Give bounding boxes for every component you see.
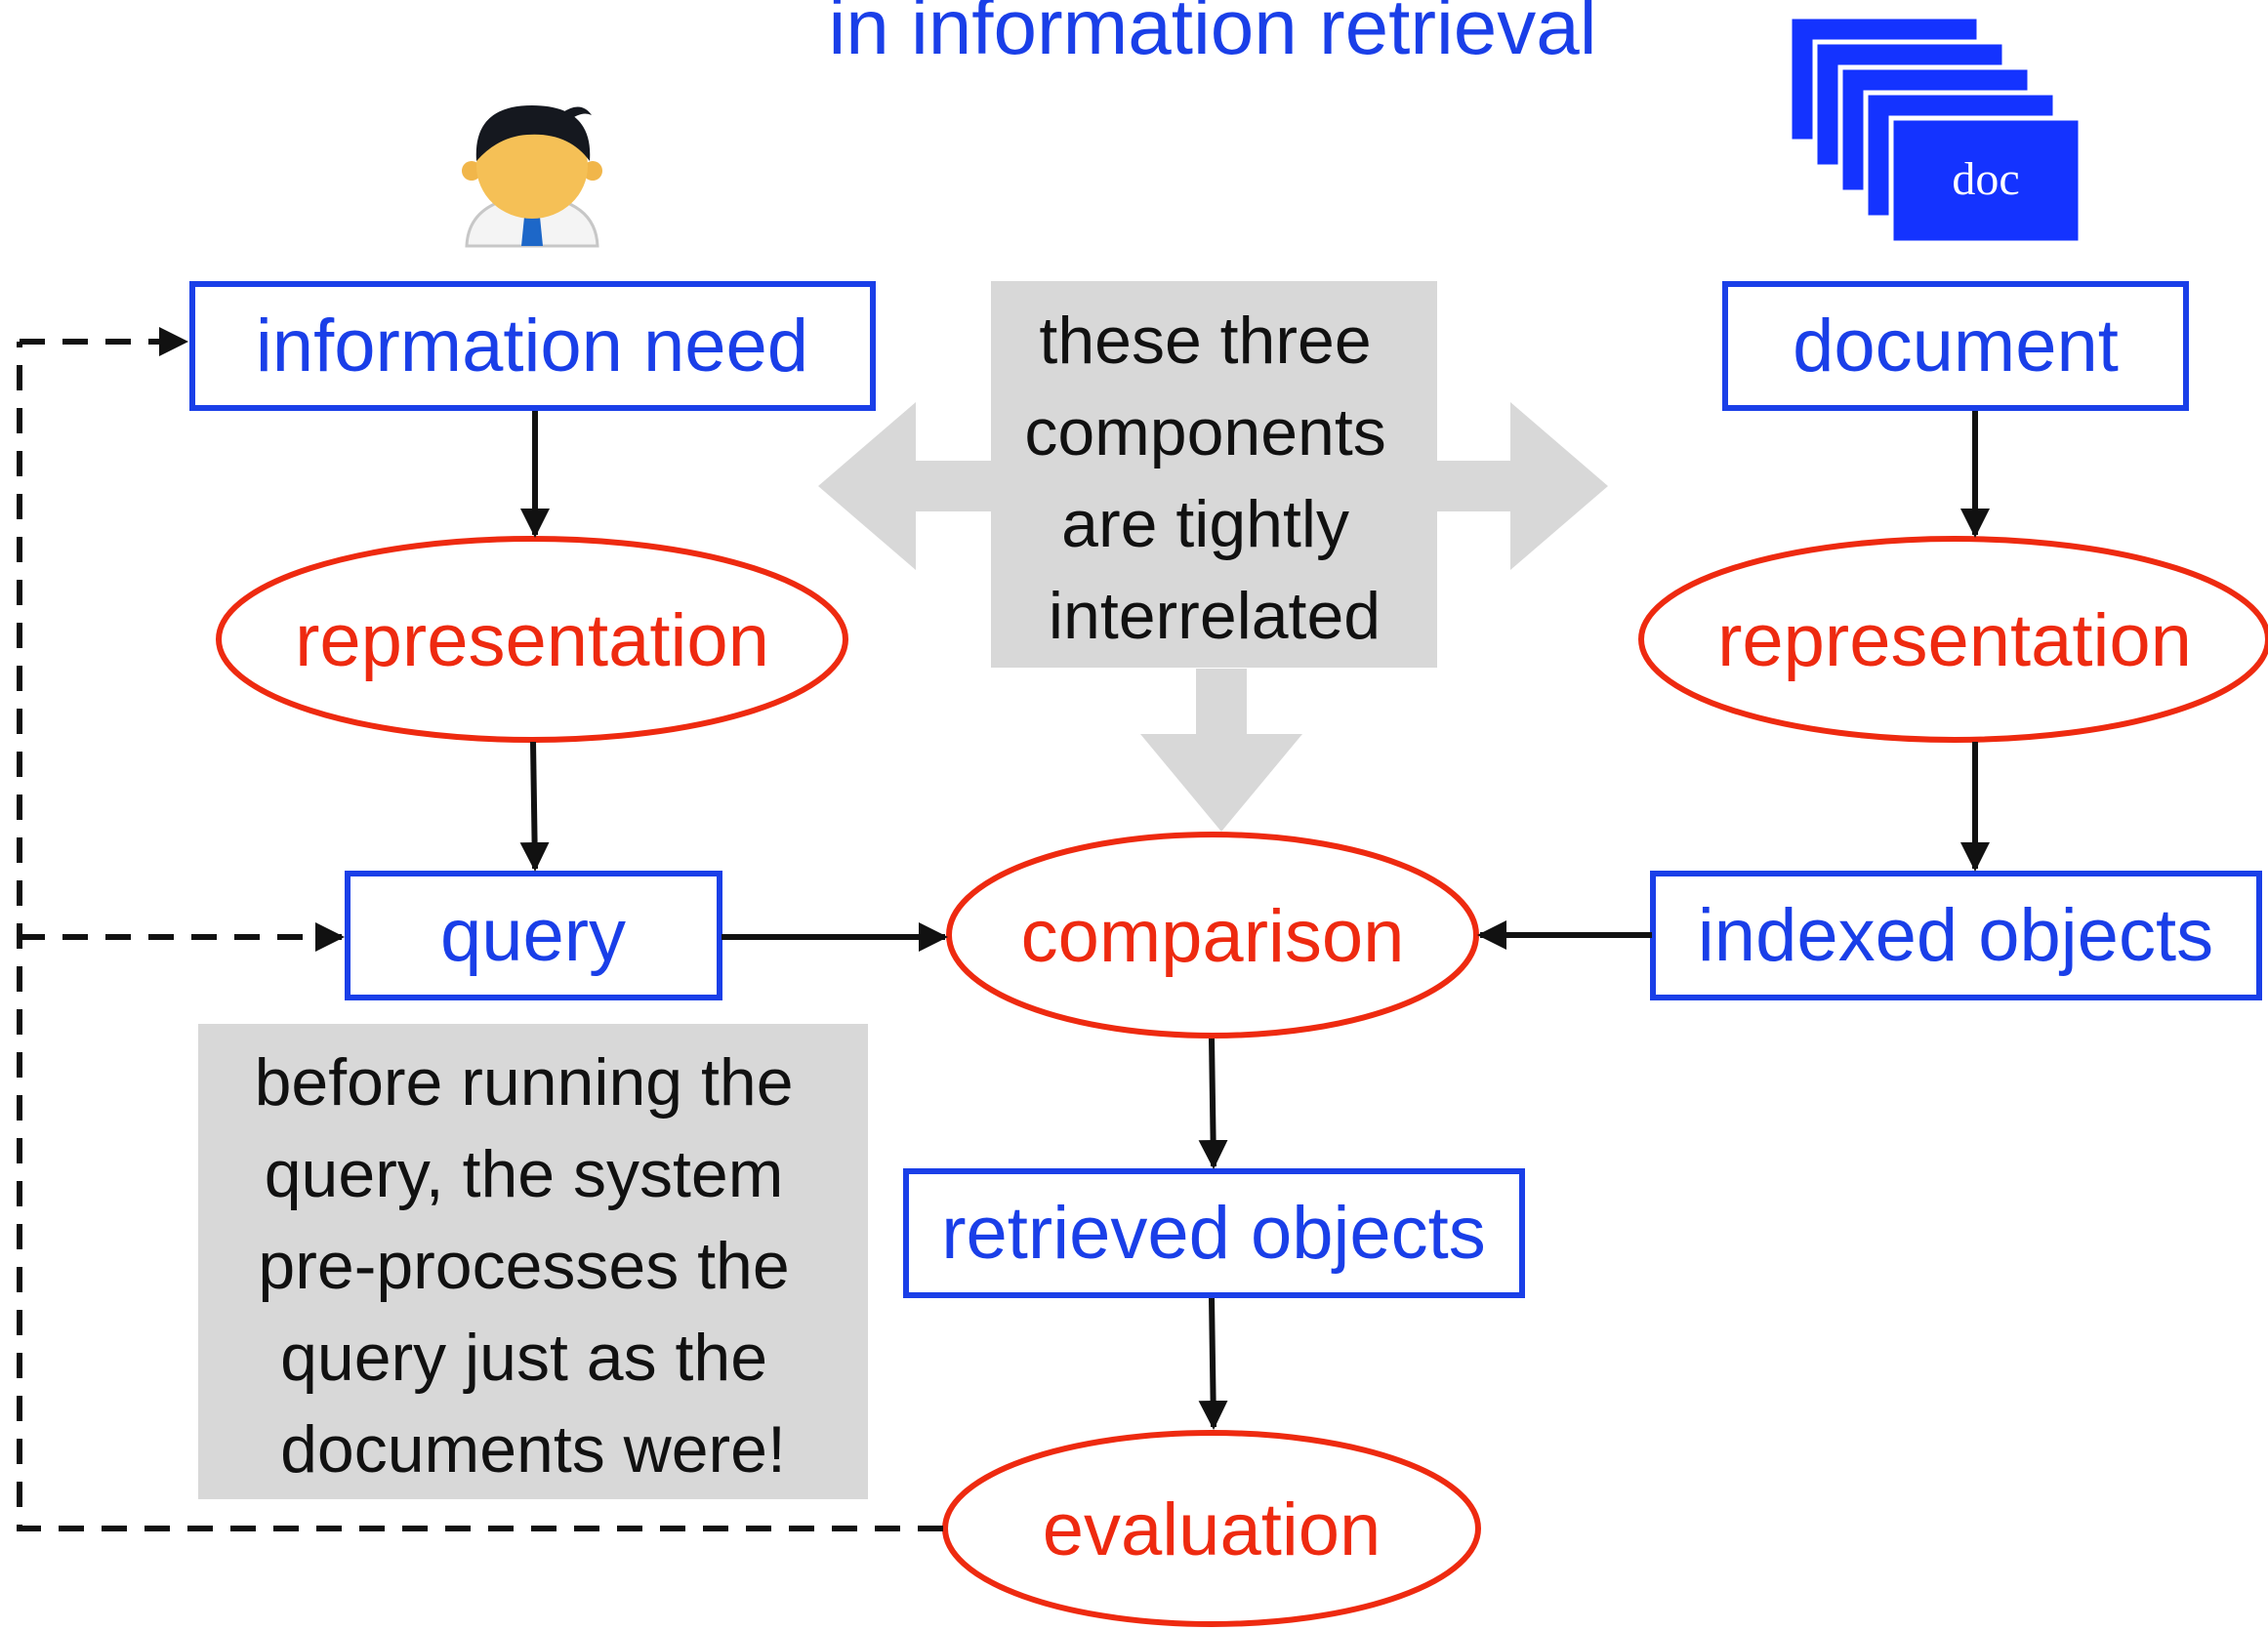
note-top-line: these three (1039, 304, 1371, 378)
flow-arrows (519, 411, 1990, 1430)
indexed-objects-label: indexed objects (1698, 894, 2213, 977)
interrelation-arrows (818, 402, 1608, 832)
indexed-objects-box (1650, 871, 2262, 1000)
query-representation-ellipse (216, 536, 848, 743)
query-representation-label: representation (295, 599, 769, 682)
information-need-box (189, 281, 876, 411)
note-bottom-line: query just as the (280, 1321, 767, 1395)
retrieved-objects-box (903, 1168, 1525, 1298)
evaluation-label: evaluation (1043, 1488, 1381, 1571)
query-box (345, 871, 722, 1000)
document-representation-ellipse (1638, 536, 2268, 743)
comparison-ellipse (946, 832, 1479, 1039)
arrow-retrieved-to-evaluation (1198, 1297, 1228, 1430)
arrow-representation-to-query (519, 741, 550, 872)
query-label: query (440, 894, 626, 977)
evaluation-ellipse (942, 1430, 1481, 1627)
user-avatar-icon (462, 105, 602, 248)
note-top-line: interrelated (1049, 579, 1381, 653)
document-representation-label: representation (1717, 599, 2192, 682)
note-top-text: these three components are tightly inter… (1024, 304, 1404, 653)
diagram-title: in information retrieval (829, 0, 1597, 70)
doc-label: doc (1952, 153, 2019, 205)
note-top-line: are tightly (1061, 487, 1349, 561)
arrow-comparison-to-retrieved (1198, 1038, 1228, 1169)
document-label: document (1793, 305, 2119, 387)
note-bottom-text: before running the query, the system pre… (255, 1045, 812, 1487)
document-stack-icon: doc (1787, 14, 2083, 246)
feedback-arrows (17, 327, 943, 1531)
note-tightly-interrelated (991, 281, 1437, 668)
feedback-loop-line (17, 342, 943, 1531)
note-bottom-line: query, the system (265, 1137, 784, 1211)
comparison-label: comparison (1021, 895, 1405, 978)
document-box (1722, 281, 2189, 411)
information-need-label: information need (256, 305, 808, 387)
note-bottom-line: before running the (255, 1045, 794, 1120)
retrieved-objects-label: retrieved objects (941, 1192, 1486, 1275)
note-query-preprocessing (198, 1024, 868, 1499)
note-bottom-line: pre-processes the (258, 1229, 789, 1303)
note-top-line: components (1024, 395, 1385, 469)
note-bottom-line: documents were! (280, 1412, 786, 1487)
